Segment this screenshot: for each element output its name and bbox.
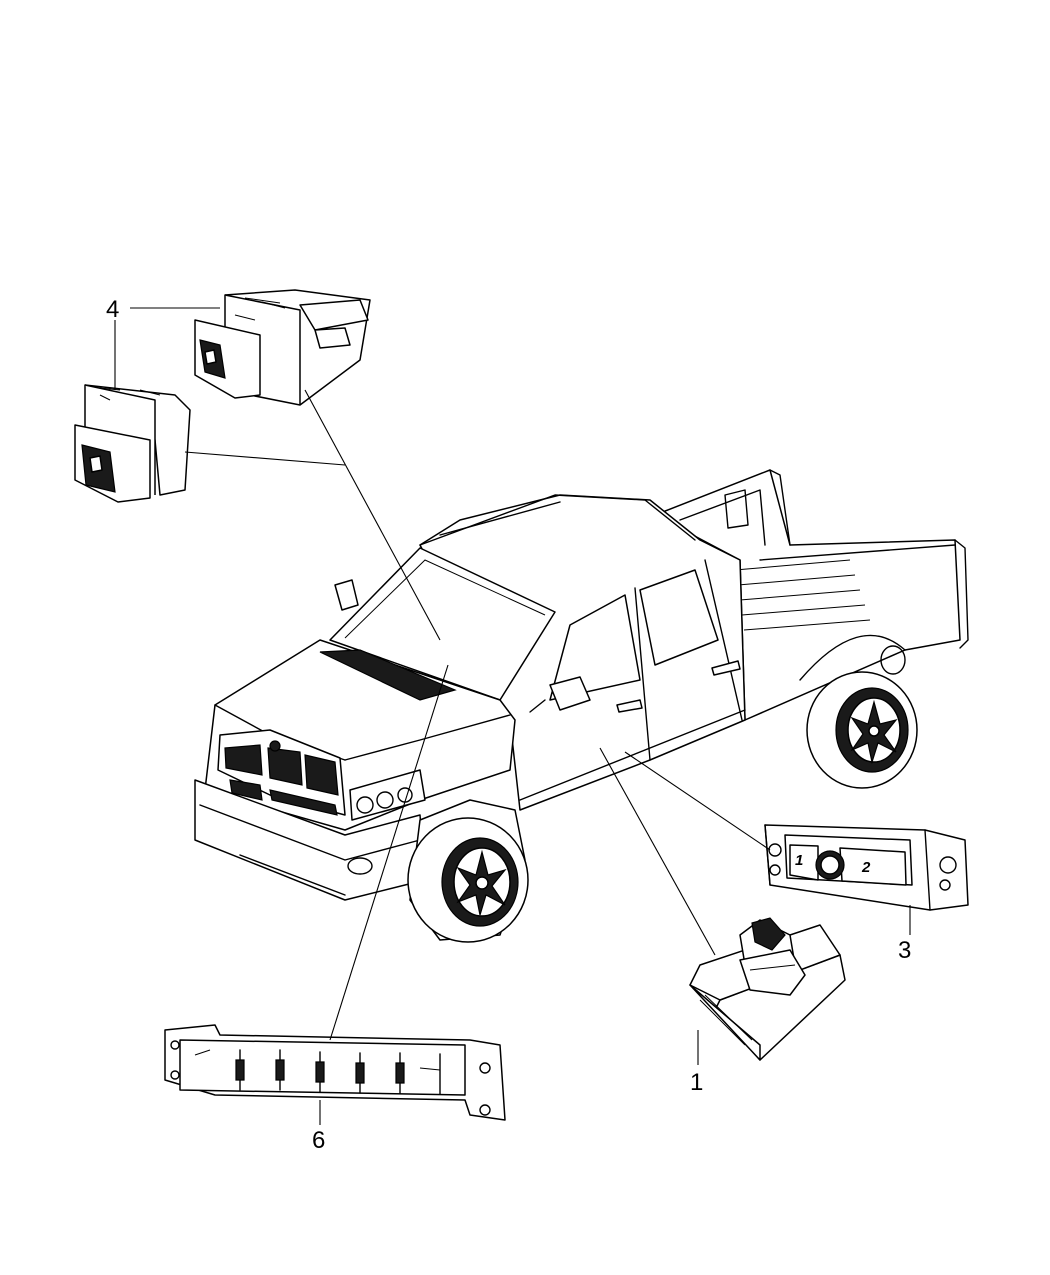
- callout-3: 3: [898, 937, 911, 964]
- memory-switch-part-3: 1 2: [764, 824, 969, 911]
- callout-1: 1: [690, 1069, 703, 1096]
- callout-4: 4: [106, 296, 119, 323]
- memory-button-1-label: 1: [795, 852, 803, 869]
- memory-button-2-label: 2: [861, 859, 871, 876]
- switch-pair-part-4: [74, 289, 371, 503]
- switch-bank-part-6: [164, 1024, 506, 1121]
- leader-lines: [114, 307, 911, 1125]
- shifter-module-part-1: [689, 917, 846, 1061]
- pickup-truck-illustration: [194, 469, 969, 943]
- callout-6: 6: [312, 1127, 325, 1154]
